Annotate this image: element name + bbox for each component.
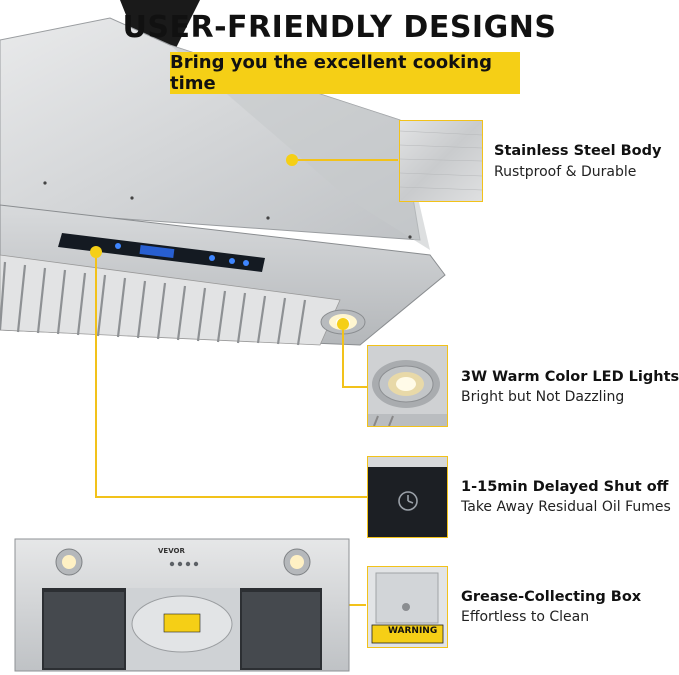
- steel-texture-icon: [399, 120, 483, 202]
- feature-steel-title: Stainless Steel Body: [494, 143, 662, 159]
- grease-box-warning-label: WARNING: [388, 626, 438, 636]
- feature-shutoff-subtitle: Take Away Residual Oil Fumes: [461, 499, 671, 515]
- page-title: USER-FRIENDLY DESIGNS: [122, 10, 557, 45]
- clock-button-icon: [367, 456, 448, 538]
- feature-led-subtitle: Bright but Not Dazzling: [461, 389, 625, 405]
- subtitle-text: Bring you the excellent cooking time: [170, 52, 492, 94]
- feature-led-title: 3W Warm Color LED Lights: [461, 369, 679, 385]
- hood-insert-svg: [14, 538, 350, 672]
- brand-logo: VEVOR: [158, 547, 185, 555]
- feature-grease-subtitle: Effortless to Clean: [461, 609, 590, 625]
- hood-top-svg: [0, 0, 446, 346]
- led-light-icon: [367, 345, 448, 427]
- hood-top-illustration: [0, 0, 460, 360]
- hood-insert-illustration: [14, 538, 350, 672]
- feature-grease-title: Grease-Collecting Box: [461, 589, 642, 605]
- grease-box-icon: [367, 566, 448, 648]
- subtitle-banner: Bring you the excellent cooking time: [170, 52, 520, 94]
- feature-shutoff-title: 1-15min Delayed Shut off: [461, 479, 669, 495]
- feature-steel-subtitle: Rustproof & Durable: [494, 164, 637, 180]
